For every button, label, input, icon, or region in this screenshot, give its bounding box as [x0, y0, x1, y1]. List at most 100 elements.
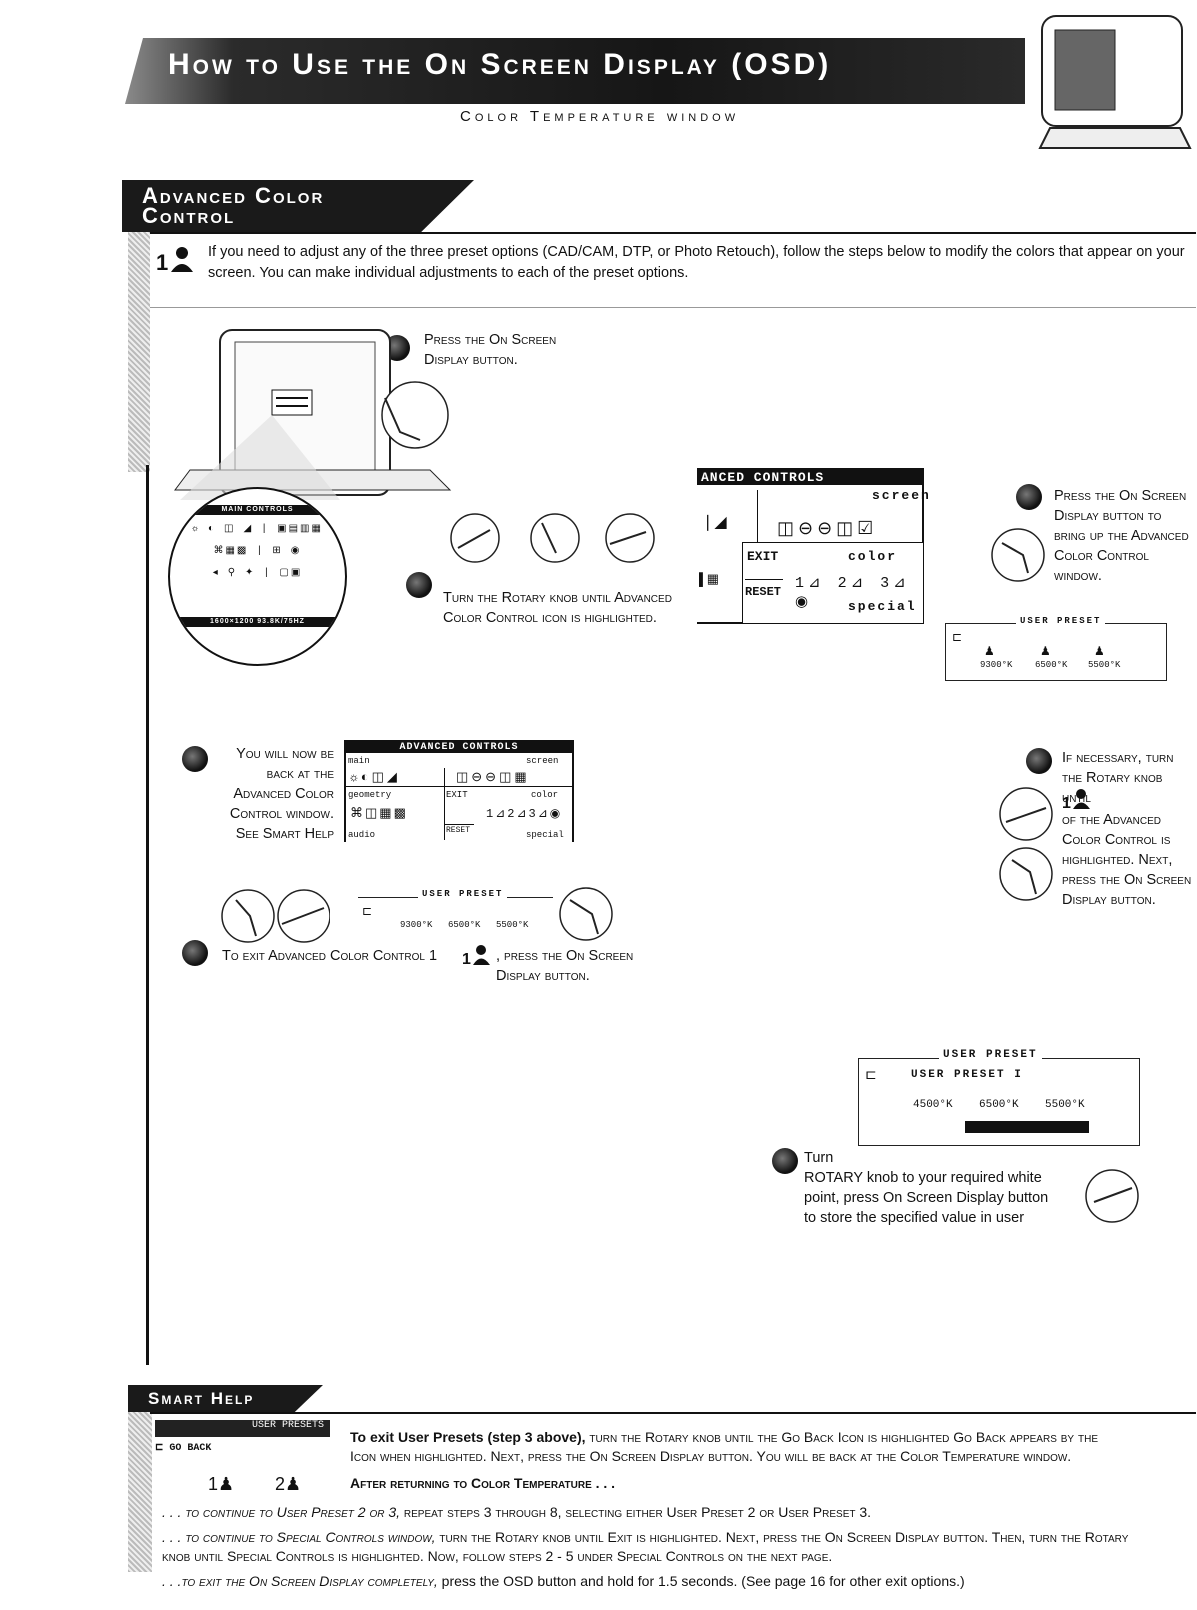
user-preset-panel-mid: USER PRESET ⊏ 9300°K 6500°K 5500°K [358, 889, 553, 938]
preset-temp-1[interactable]: 9300°K [980, 660, 1013, 670]
step-7-text: To exit Advanced Color Control 1 [222, 948, 438, 964]
osd-geometry-icons: ▌▦ [699, 572, 720, 587]
osd-button-icon [991, 528, 1045, 582]
smart-help-bullet-2-cont: knob until Special Controls is highlight… [162, 1548, 833, 1564]
rotary-knob-icon [1085, 1169, 1139, 1223]
monitor-zoom-illustration [174, 329, 452, 500]
smart-help-bullet-2-lead: . . . to continue to Special Controls wi… [162, 1529, 436, 1545]
user-preset-1-icon-small: 1 [1062, 789, 1090, 810]
user-preset-panel-large: USER PRESET ⊏ USER PRESET I 4500°K 6500°… [858, 1049, 1140, 1146]
smart-help-after: After returning to Color Temperature . .… [350, 1475, 616, 1491]
intro-text: If you need to adjust any of the three p… [208, 244, 1185, 281]
osd-color-subpanel: EXIT color 1⊿ 2⊿ 3⊿ ◉ RESET special [742, 542, 924, 624]
preset-slider-bar[interactable] [965, 1121, 1089, 1133]
user-preset-label: USER PRESET [418, 889, 508, 899]
user-preset-panel-top: USER PRESET ⊏ ♟ 9300°K ♟ 6500°K ♟ 5500°K [945, 616, 1167, 681]
go-back-text: GO BACK [169, 1443, 212, 1454]
section-tab-smart-help: Smart Help [128, 1385, 323, 1413]
osd-geometry-icons-small: ⌘◫▦▩ [350, 806, 408, 821]
smart-help-exit-line: To exit User Presets (step 3 above), tur… [350, 1428, 1098, 1447]
preset-temp-2[interactable]: 6500°K [979, 1099, 1019, 1111]
osd-exit-label[interactable]: EXIT [747, 549, 779, 564]
page-title: How to Use the On Screen Display (OSD) [168, 48, 832, 81]
osd-audio-label: audio [348, 830, 376, 840]
svg-text:1: 1 [156, 250, 168, 274]
go-back-icon: ⊏ [155, 1443, 164, 1454]
main-controls-rows: ☼ ◐ ◫ ◢ | ▣▤▥▦ ⌘▦▩ | ⊞ ◉ ◂ ⚲ ✦ | ▢▣ [192, 524, 323, 579]
go-back-icon[interactable]: ⊏ [865, 1068, 877, 1084]
main-controls-footer: 1600×1200 93.8K/75HZ [170, 617, 345, 627]
preset-temp-1[interactable]: 4500°K [913, 1099, 953, 1111]
preset-temp-3[interactable]: 5500°K [496, 920, 529, 930]
step-5-bullet [772, 1148, 798, 1174]
step-4-text-continued: of the Advanced Color Control is highlig… [1062, 812, 1192, 908]
smart-help-bullet-1-text: repeat steps 3 through 8, selecting eith… [400, 1504, 872, 1520]
section-tab-advanced-color-control: Advanced Color Control [122, 180, 474, 232]
smart-help-bullet-1-lead: . . . to continue to User Preset 2 or 3, [162, 1504, 401, 1520]
step-5-text: ROTARY knob to your required white point… [804, 1170, 1049, 1226]
osd-geometry-label: geometry [348, 790, 392, 800]
step-7-text-continued: , press the On Screen Display button. [496, 948, 634, 984]
smart-help-pattern [128, 1412, 152, 1572]
divider [346, 786, 572, 787]
step-1-text: Press the On Screen Display button. [424, 332, 557, 368]
osd-main-icons-small: ☼◐◫◢ [350, 770, 400, 785]
knobs-step-7 [221, 889, 330, 943]
osd-color-label: color [848, 549, 898, 564]
smart-help-exit-lead: To exit User Presets (step 3 above), [350, 1429, 586, 1445]
osd-screen-label: screen [872, 488, 931, 503]
osd-main-icons: ❘◢ [701, 514, 727, 532]
user-icon[interactable]: ♟ [1094, 645, 1105, 659]
osd-special-label: special [848, 599, 917, 614]
preset-temp-2[interactable]: 6500°K [448, 920, 481, 930]
osd-special-label-small: special [526, 830, 564, 840]
section-title-line1: Advanced Color [142, 183, 325, 208]
user-presets-badge: USER PRESETS [155, 1420, 330, 1437]
smart-help-bullet-2: . . . to continue to Special Controls wi… [162, 1528, 1128, 1547]
osd-reset-label-small[interactable]: RESET [446, 826, 471, 835]
osd-main-label: main [348, 756, 370, 766]
divider [444, 768, 445, 840]
header-banner [125, 38, 1025, 104]
step-3-text: Press the On Screen Display button to br… [1054, 488, 1189, 584]
preset-temp-3[interactable]: 5500°K [1045, 1099, 1085, 1111]
svg-text:1: 1 [462, 951, 471, 966]
step-2-text: Turn the Rotary knob until Advanced Colo… [443, 590, 672, 626]
osd-preset-icons: 1⊿ 2⊿ 3⊿ ◉ [795, 575, 910, 611]
smart-help-box [150, 1412, 1196, 1610]
user-preset-1-icon: 1 [156, 247, 193, 274]
step-4-text: If necessary, turn the Rotary knob until [1062, 750, 1174, 806]
user-preset-large-label: USER PRESET [939, 1049, 1042, 1061]
preset-temp-1[interactable]: 9300°K [400, 920, 433, 930]
rotary-knobs-step-2 [450, 513, 655, 563]
user-icon[interactable]: ♟ [984, 645, 995, 659]
go-back-icon[interactable]: ⊏ [952, 631, 963, 645]
osd-reset-label[interactable]: RESET [745, 585, 782, 599]
main-controls-title: MAIN CONTROLS [170, 505, 345, 515]
user-icon[interactable]: ♟ [1040, 645, 1051, 659]
osd-preset-icons-small: 1⊿2⊿3⊿◉ [486, 807, 563, 821]
step-6-bullet [182, 746, 208, 772]
user-icon-1: 1♟ [208, 1474, 235, 1494]
preset-temp-3[interactable]: 5500°K [1088, 660, 1121, 670]
smart-help-exit-text: turn the Rotary knob until the Go Back I… [585, 1429, 1098, 1445]
smart-help-bullet-3: . . .to exit the On Screen Display compl… [162, 1572, 965, 1591]
step-7-bullet [182, 940, 208, 966]
osd-exit-label-small[interactable]: EXIT [446, 790, 468, 800]
advanced-controls-panel-small: ADVANCED CONTROLS main screen ☼◐◫◢ ◫⊖⊖◫▦… [344, 740, 574, 842]
advanced-controls-title: ANCED CONTROLS [697, 470, 922, 485]
left-pattern [128, 232, 150, 472]
preset-temp-2[interactable]: 6500°K [1035, 660, 1068, 670]
osd-screen-label-small: screen [526, 756, 559, 766]
osd-screen-icons: ◫⊖⊖◫☑ [777, 520, 878, 540]
step-3-bullet [1016, 484, 1042, 510]
user-icon-2: 2♟ [275, 1474, 302, 1494]
section-title-line2: Control [142, 203, 236, 228]
go-back-icon[interactable]: ⊏ [362, 905, 373, 919]
smart-help-exit-line2: Icon when highlighted. Next, press the O… [350, 1448, 1072, 1464]
smart-help-bullet-2-text: turn the Rotary knob until Exit is highl… [435, 1529, 1129, 1545]
smart-help-bullet-1: . . . to continue to User Preset 2 or 3,… [162, 1503, 871, 1522]
advanced-controls-panel: ANCED CONTROLS screen ◫⊖⊖◫☑ ❘◢ EXIT colo… [697, 468, 929, 624]
step-4-bullet [1026, 748, 1052, 774]
monitor-illustration [1038, 15, 1192, 149]
